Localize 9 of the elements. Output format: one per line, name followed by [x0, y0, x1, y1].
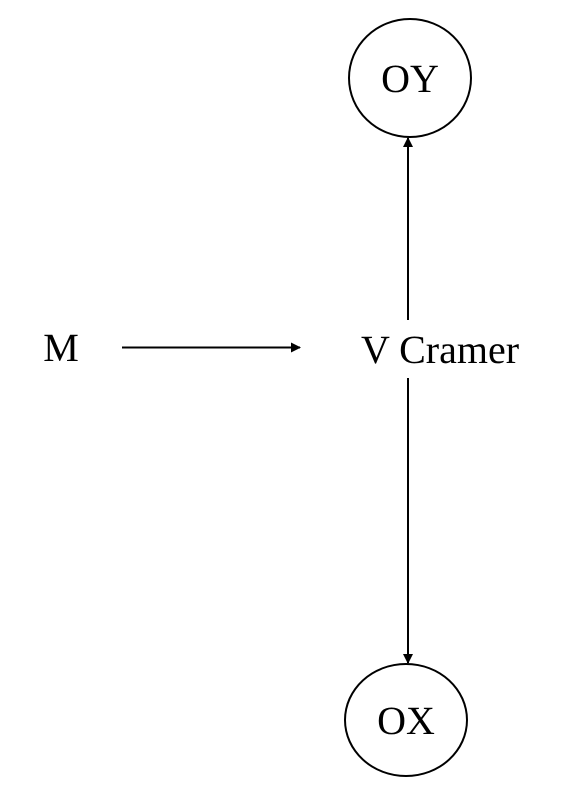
arrow [403, 378, 413, 664]
node-text: M [43, 324, 79, 371]
arrow [122, 342, 301, 352]
ellipse-node [344, 663, 468, 777]
node-text: V Cramer [360, 326, 520, 372]
node-label: OX [377, 696, 435, 744]
node-label: OY [381, 54, 439, 102]
arrow [403, 137, 413, 320]
ellipse-node [348, 18, 472, 138]
